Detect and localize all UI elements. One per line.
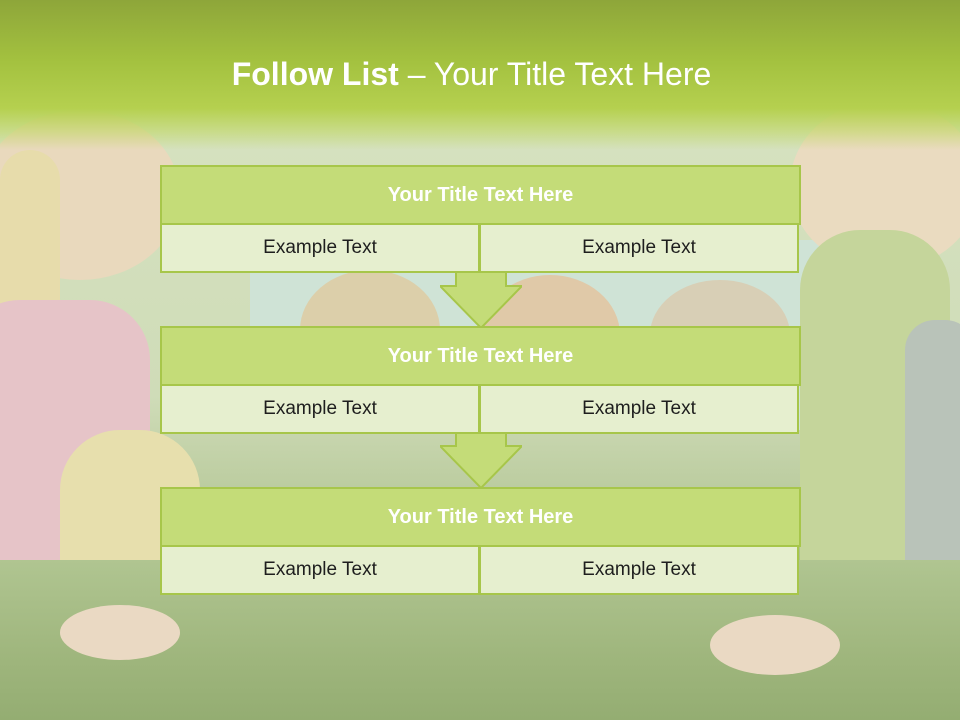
step-title: Your Title Text Here bbox=[160, 165, 801, 225]
slide-title: Follow List – Your Title Text Here bbox=[0, 56, 943, 93]
child-hand-right bbox=[710, 615, 840, 675]
down-arrow-icon bbox=[440, 430, 522, 490]
step-cell-right: Example Text bbox=[479, 384, 799, 434]
slide-title-bold: Follow List bbox=[231, 56, 399, 92]
step-title: Your Title Text Here bbox=[160, 326, 801, 386]
step-block-2: Your Title Text Here Example Text Exampl… bbox=[160, 326, 801, 434]
step-cell-right: Example Text bbox=[479, 545, 799, 595]
step-cell-left: Example Text bbox=[160, 384, 480, 434]
step-block-3: Your Title Text Here Example Text Exampl… bbox=[160, 487, 801, 595]
step-cell-left: Example Text bbox=[160, 545, 480, 595]
step-cell-left: Example Text bbox=[160, 223, 480, 273]
step-block-1: Your Title Text Here Example Text Exampl… bbox=[160, 165, 801, 273]
step-cell-right: Example Text bbox=[479, 223, 799, 273]
slide-title-rest: – Your Title Text Here bbox=[398, 56, 712, 92]
step-title: Your Title Text Here bbox=[160, 487, 801, 547]
title-band bbox=[0, 0, 960, 150]
child-hand-left bbox=[60, 605, 180, 660]
down-arrow-icon bbox=[440, 270, 522, 330]
